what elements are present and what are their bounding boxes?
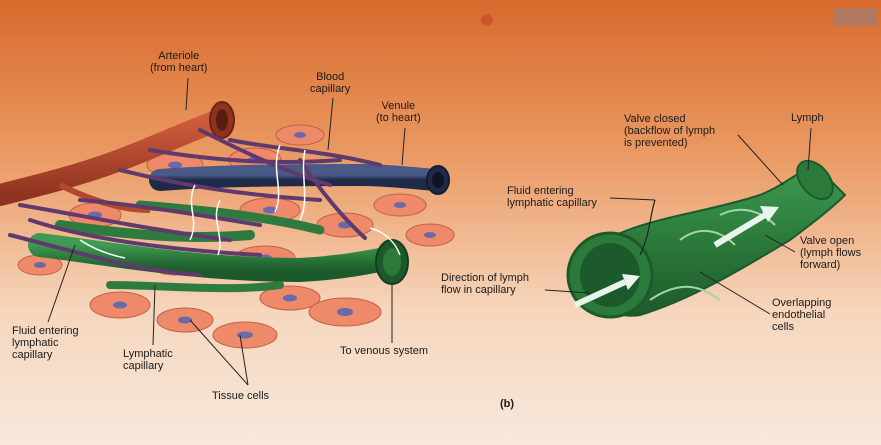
glare-spot bbox=[481, 14, 493, 26]
arteriole bbox=[0, 101, 235, 213]
label-to-venous-system: To venous system bbox=[340, 345, 429, 357]
corner-badge bbox=[833, 8, 877, 26]
lymph-end-opening bbox=[796, 159, 834, 201]
label-overlapping-cells: Overlapping endothelial cells bbox=[772, 297, 832, 333]
lymphatic-capillary-detail bbox=[566, 159, 847, 319]
leader-lines-right bbox=[544, 127, 812, 315]
label-blood-capillary: Blood capillary bbox=[310, 71, 351, 95]
label-fluid-entering-left: Fluid entering lymphatic capillary bbox=[12, 325, 79, 361]
fluid-flow-arrows bbox=[79, 144, 401, 259]
label-lymphatic-capillary: Lymphatic capillary bbox=[123, 348, 173, 372]
flow-direction-arrow bbox=[573, 279, 627, 308]
label-valve-open: Valve open (lymph flows forward) bbox=[800, 235, 862, 271]
lymphatic-capillary-network bbox=[28, 200, 409, 293]
blood-capillaries bbox=[8, 128, 382, 277]
label-venule: Venule (to heart) bbox=[376, 100, 421, 124]
label-arteriole: Arteriole (from heart) bbox=[150, 50, 208, 74]
label-direction-of-flow: Direction of lymph flow in capillary bbox=[441, 272, 530, 296]
label-tissue-cells: Tissue cells bbox=[212, 390, 270, 402]
tissue-cells-group bbox=[17, 124, 455, 349]
label-valve-closed: Valve closed (backflow of lymph is preve… bbox=[624, 113, 716, 149]
venule bbox=[149, 163, 450, 195]
label-fluid-entering-right: Fluid entering lymphatic capillary bbox=[507, 185, 597, 209]
panel-letter: (b) bbox=[500, 398, 515, 410]
label-lymph: Lymph bbox=[791, 112, 824, 124]
leader-lines-left bbox=[47, 77, 406, 386]
